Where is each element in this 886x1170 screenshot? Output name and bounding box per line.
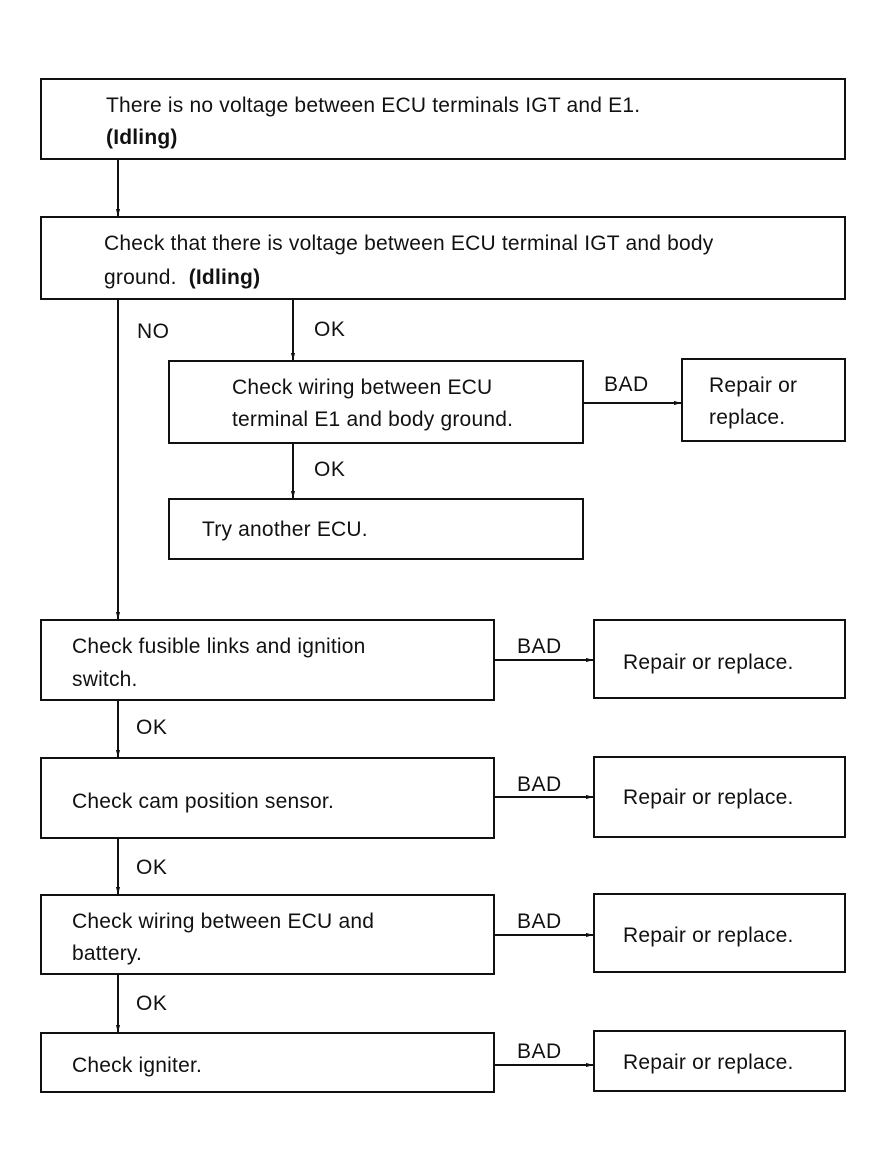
label-bad: BAD — [517, 635, 562, 658]
box-check-voltage-igt-body: Check that there is voltage between ECU … — [40, 216, 846, 300]
label-bad: BAD — [604, 373, 649, 396]
label-bad: BAD — [517, 773, 562, 796]
label-ok: OK — [136, 992, 168, 1015]
box-check-fusible-links: Check fusible links and ignition switch. — [40, 619, 495, 701]
label-bad: BAD — [517, 910, 562, 933]
box-check-wiring-e1-body: Check wiring between ECU terminal E1 and… — [168, 360, 584, 444]
box-text-line1: Repair or replace. — [623, 924, 794, 947]
box-text-line2: replace. — [709, 406, 786, 429]
ground-text: ground. — [104, 266, 177, 289]
box-repair-or-replace-3: Repair or replace. — [593, 756, 846, 838]
label-ok: OK — [136, 716, 168, 739]
box-try-another-ecu: Try another ECU. — [168, 498, 584, 560]
label-bad: BAD — [517, 1040, 562, 1063]
box-text-line2: terminal E1 and body ground. — [232, 408, 514, 431]
box-text-line2: switch. — [72, 668, 138, 691]
box-repair-or-replace-5: Repair or replace. — [593, 1030, 846, 1092]
box-text-line2: (Idling) — [106, 121, 178, 154]
box-check-wiring-ecu-battery: Check wiring between ECU and battery. — [40, 894, 495, 975]
box-text-line1: Repair or — [709, 374, 798, 397]
box-check-cam-position-sensor: Check cam position sensor. — [40, 757, 495, 839]
box-text-line1: Try another ECU. — [202, 518, 368, 541]
label-ok: OK — [136, 856, 168, 879]
label-no: NO — [137, 320, 170, 343]
idling-note: (Idling) — [188, 266, 261, 289]
box-text-line1: Repair or replace. — [623, 1051, 794, 1074]
box-repair-or-replace-2: Repair or replace. — [593, 619, 846, 699]
label-ok: OK — [314, 318, 346, 341]
box-text-line1: Check igniter. — [72, 1054, 203, 1077]
box-repair-or-replace-1: Repair or replace. — [681, 358, 846, 442]
box-text-line1: There is no voltage between ECU terminal… — [106, 94, 641, 117]
box-text-line1: Repair or replace. — [623, 786, 794, 809]
box-text-line2: battery. — [72, 942, 143, 965]
box-repair-or-replace-4: Repair or replace. — [593, 893, 846, 973]
box-no-voltage-igt-e1: There is no voltage between ECU terminal… — [40, 78, 846, 160]
box-text-line1: Check wiring between ECU — [232, 376, 493, 399]
box-text-line1: Repair or replace. — [623, 651, 794, 674]
box-check-igniter: Check igniter. — [40, 1032, 495, 1093]
box-text-line1: Check fusible links and ignition — [72, 635, 366, 658]
box-text-line1: Check cam position sensor. — [72, 790, 334, 813]
label-ok: OK — [314, 458, 346, 481]
box-text-line1: Check that there is voltage between ECU … — [104, 232, 714, 255]
box-text-line2: ground. (Idling) — [104, 261, 260, 294]
idling-note: (Idling) — [106, 126, 178, 149]
box-text-line1: Check wiring between ECU and — [72, 910, 375, 933]
